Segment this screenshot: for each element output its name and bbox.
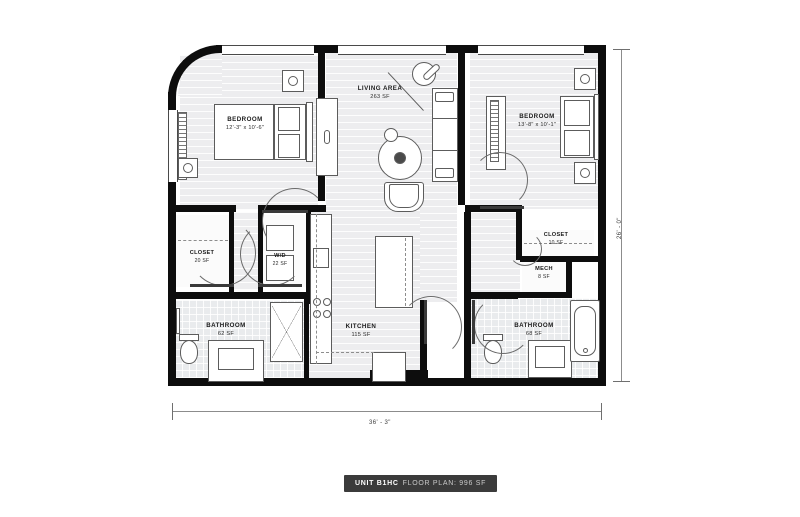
door-leaf-bedroom-left — [262, 210, 308, 213]
footer-plan-text: FLOOR PLAN: 996 SF — [402, 480, 487, 487]
interior-wall-bathroom-right-left — [464, 212, 471, 386]
interior-wall-hall-right-bottom — [466, 292, 518, 299]
kitchen-island — [375, 236, 413, 308]
bed-left-mattress — [214, 104, 274, 160]
interior-wall-bedroom-right — [458, 53, 465, 205]
door-leaf-closet-left — [190, 284, 234, 287]
bed-left-pillow-bottom — [278, 134, 300, 158]
kitchen-sink-basin — [313, 248, 329, 268]
bed-left-pillow-top — [278, 107, 300, 131]
cooktop-burner-2-icon — [323, 298, 331, 306]
door-leaf-kitchen-entry — [424, 300, 427, 344]
dresser-knob-left-icon — [324, 130, 330, 144]
floor-lamp-base — [384, 128, 398, 142]
window-bedroom-right-top — [478, 45, 584, 55]
sink-right-basin — [535, 346, 565, 368]
door-swing-mech — [508, 232, 542, 266]
towel-bar-left — [176, 308, 180, 334]
room-label-bathroom-left: BATHROOM 62 SF — [206, 322, 246, 337]
shower-left-drain-lines — [272, 306, 301, 358]
room-label-kitchen: KITCHEN 115 SF — [345, 323, 377, 338]
door-swing-bedroom-left — [262, 188, 328, 254]
kitchen-base-cabinet-dashed — [316, 352, 374, 353]
closet-right-shelf-dashed — [524, 243, 592, 244]
exterior-wall-left — [168, 92, 176, 386]
interior-wall-mech-bottom — [518, 292, 572, 298]
dimension-label-width: 36' - 3" — [369, 420, 391, 426]
door-swing-kitchen-entry — [400, 296, 462, 358]
dimension-label-height: 26' - 0" — [617, 217, 623, 239]
lamp-right-bottom-icon — [580, 168, 590, 178]
unit-label: UNIT B1HC — [355, 480, 399, 487]
unit-footer-badge: UNIT B1HC FLOOR PLAN: 996 SF — [344, 475, 498, 492]
kitchen-island-overhang-dashed — [405, 238, 406, 306]
exterior-wall-right — [598, 45, 606, 385]
sofa-cushion-top — [435, 92, 454, 102]
interior-wall-closet-right-bottom — [520, 256, 600, 262]
exterior-wall-corner-curve — [168, 45, 220, 97]
exterior-wall-bottom — [168, 378, 606, 386]
room-label-living-area: LIVING AREA 263 SF — [357, 85, 403, 100]
sofa-living — [432, 88, 458, 182]
room-label-mech: MECH 8 SF — [535, 266, 553, 280]
door-swing-bedroom-right — [472, 152, 528, 208]
bed-right-pillow-bottom — [564, 130, 590, 156]
dimension-tick-right — [601, 403, 602, 420]
bathtub-right-inner — [574, 306, 596, 356]
armchair-seat-living — [389, 184, 419, 208]
cooktop-burner-1-icon — [313, 298, 321, 306]
toilet-left-tank — [179, 334, 199, 341]
lamp-left-top-icon — [288, 76, 298, 86]
lamp-left-bottom-icon — [183, 163, 193, 173]
room-label-bedroom-left: BEDROOM 12'-3" x 10'-6" — [225, 116, 265, 131]
room-label-closet-right: CLOSET 10 SF — [543, 232, 569, 246]
room-label-bathroom-right: BATHROOM 68 SF — [514, 322, 554, 337]
sofa-cushion-bottom — [435, 168, 454, 178]
interior-wall-bathroom-left-right — [304, 299, 309, 379]
dimension-line-width — [172, 411, 602, 412]
cooktop-burner-4-icon — [323, 310, 331, 318]
kitchen-upper-cabinet-dashed — [316, 214, 317, 364]
interior-wall-bathroom-left-top — [176, 292, 308, 299]
room-label-closet-left: CLOSET 20 SF — [189, 250, 215, 264]
bathtub-drain-icon — [583, 348, 588, 353]
sofa-seat-divider-2 — [432, 150, 458, 151]
window-living-top — [338, 45, 446, 55]
door-leaf-laundry — [258, 284, 302, 287]
dimension-line-height — [621, 49, 622, 382]
door-leaf-bedroom-right — [480, 206, 524, 209]
sink-left-basin — [218, 348, 254, 370]
bed-right-headboard — [594, 94, 599, 160]
cooktop-burner-3-icon — [313, 310, 321, 318]
interior-wall-kitchen-left — [306, 212, 311, 304]
bed-right-pillow-top — [564, 100, 590, 126]
kitchen-counter-run — [310, 214, 332, 364]
dimension-tick-left — [172, 403, 173, 420]
window-bedroom-left-side — [168, 110, 178, 182]
interior-wall-mech-right — [566, 258, 572, 296]
toilet-left-bowl — [180, 340, 198, 364]
bed-left-headboard — [306, 102, 313, 162]
window-mullion-hatch — [178, 112, 187, 180]
interior-wall-bed-left-bottom — [176, 205, 236, 212]
dimension-tick-top — [613, 49, 630, 50]
window-bedroom-left-top — [222, 45, 314, 55]
room-label-bedroom-right: BEDROOM 13'-8" x 10'-1" — [517, 113, 557, 128]
dimension-tick-bottom — [613, 381, 630, 382]
interior-wall-bed-right-bottom — [465, 205, 520, 212]
door-leaf-bathroom-right — [472, 300, 475, 344]
sofa-seat-divider-1 — [432, 118, 458, 119]
floor-mech — [522, 262, 570, 294]
lamp-right-top-icon — [580, 74, 590, 84]
door-swing-bathroom-right — [474, 296, 532, 354]
room-label-laundry: W/D 22 SF — [272, 253, 288, 267]
coffee-table-center-icon — [394, 152, 406, 164]
refrigerator — [372, 352, 406, 382]
